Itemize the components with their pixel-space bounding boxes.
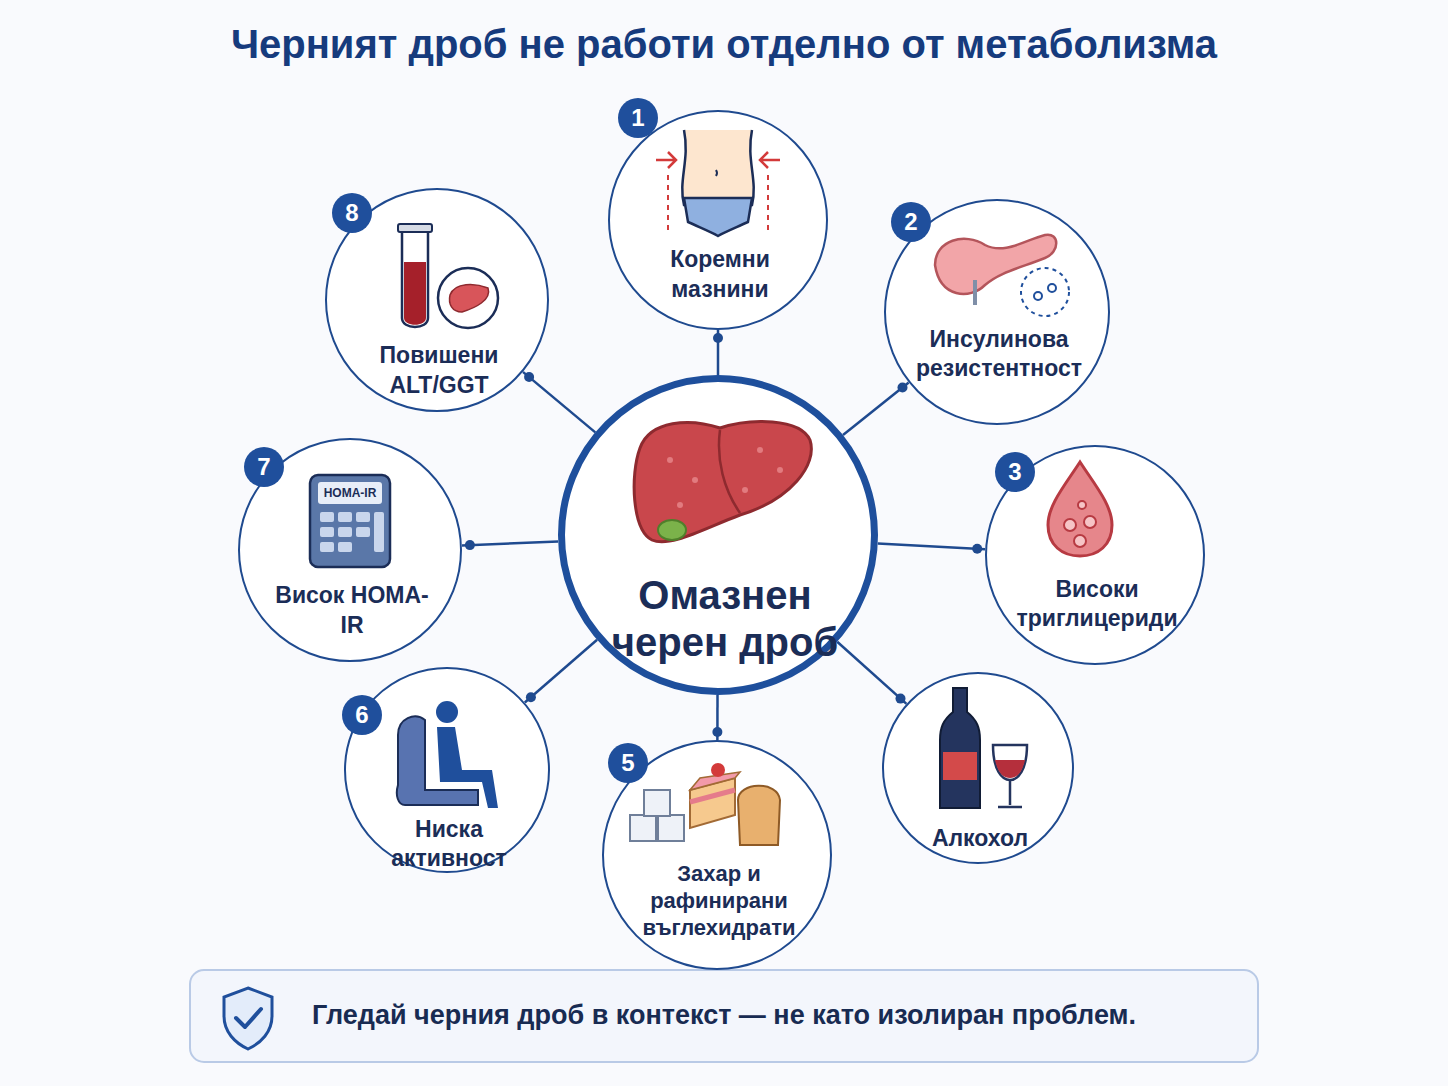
wine-icon <box>940 688 1027 808</box>
shield-icon <box>224 988 272 1049</box>
connector-dot <box>896 694 906 704</box>
node-text: Високи триглицериди <box>1002 575 1192 633</box>
callout-number: 8 <box>332 193 372 233</box>
diagram-title: Черният дроб не работи отделно от метабо… <box>0 22 1448 67</box>
connector-line <box>462 542 558 546</box>
callout-number: 1 <box>618 98 658 138</box>
connector-line <box>523 372 595 433</box>
callout-number: 3 <box>995 452 1035 492</box>
connector-dot <box>465 540 475 550</box>
callout-number: 5 <box>608 743 648 783</box>
circle-grounds <box>238 110 1205 970</box>
screen-label: HOMA-IR <box>315 486 385 500</box>
node-text: Ниска активност <box>369 815 529 873</box>
caption-box <box>190 970 1258 1062</box>
calculator-icon <box>310 475 390 567</box>
callout-number: 7 <box>244 447 284 487</box>
factor-circle: Коремни мазнини <box>608 110 828 330</box>
node-text: Висок HOMA-IR <box>272 580 432 640</box>
connector-dot <box>972 544 982 554</box>
callout-number: 2 <box>891 202 931 242</box>
node-text: Повишени ALT/GGT <box>344 340 534 400</box>
connector-dot <box>524 372 534 382</box>
node-text: Омазнен черен дроб <box>585 572 865 666</box>
caption-text: Гледай черния дроб в контекст — не като … <box>312 1000 1136 1031</box>
connector-dot <box>898 383 908 393</box>
connector-dot <box>712 727 722 737</box>
connector-line <box>843 383 909 436</box>
connector-line <box>525 640 597 703</box>
node-text: Алкохол <box>900 824 1060 853</box>
central-circle: Омазнен черен дроб <box>558 375 878 695</box>
factor-circle: Ниска активност <box>344 667 550 873</box>
node-text: Инсулинова резистентност <box>894 325 1104 383</box>
callout-number: 6 <box>342 695 382 735</box>
liver-illustration <box>634 422 811 542</box>
sitting-person-icon <box>397 701 498 808</box>
node-text: Захар и рафинирани въглехидрати <box>619 860 819 941</box>
test-tube-icon <box>398 224 498 328</box>
connector-dot <box>713 333 723 343</box>
connector-line <box>878 544 985 550</box>
connector-dot <box>526 692 536 702</box>
pancreas-icon <box>935 235 1069 316</box>
factor-circle: Алкохол <box>882 672 1074 864</box>
blood-drop-icon <box>1048 462 1112 556</box>
sugar-food-icon <box>630 763 780 845</box>
connector-line <box>837 642 906 704</box>
waist-icon <box>656 130 780 236</box>
node-text: Коремни мазнини <box>630 244 810 304</box>
